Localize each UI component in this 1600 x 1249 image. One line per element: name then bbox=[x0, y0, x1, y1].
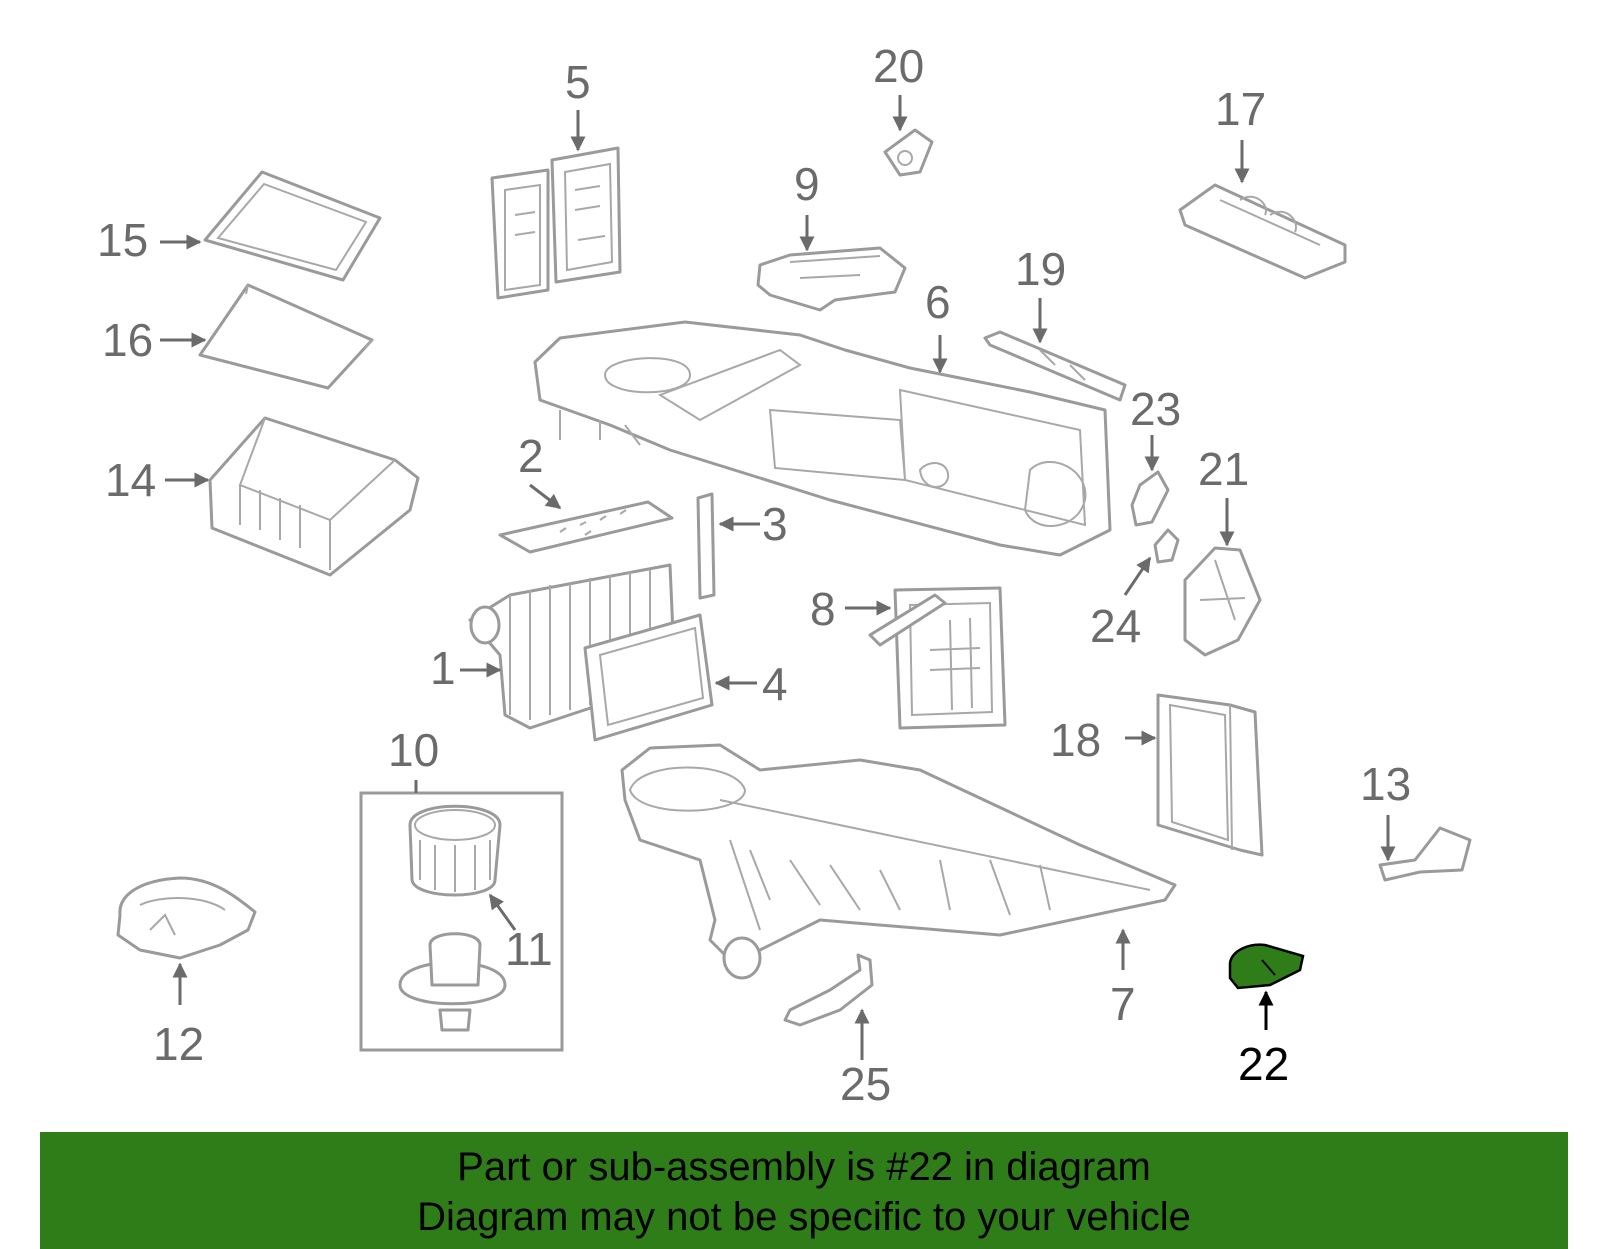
part-17-duct[interactable] bbox=[1178, 140, 1347, 280]
callout-22: 22 bbox=[1238, 1038, 1289, 1090]
callout-5: 5 bbox=[565, 56, 591, 108]
part-18-door[interactable] bbox=[1125, 693, 1264, 857]
part-7-lower-case[interactable] bbox=[620, 743, 1177, 980]
part-24-lever[interactable] bbox=[1123, 528, 1180, 596]
callout-19: 19 bbox=[1015, 243, 1066, 295]
part-12-cover[interactable] bbox=[116, 876, 257, 1005]
callout-18: 18 bbox=[1050, 714, 1101, 766]
callout-11: 11 bbox=[505, 923, 553, 975]
part-8-heater-core[interactable] bbox=[845, 586, 1007, 730]
part-4-filter[interactable] bbox=[583, 613, 757, 742]
part-15-frame[interactable] bbox=[160, 170, 382, 282]
part-3-strip[interactable] bbox=[696, 492, 760, 600]
callout-16: 16 bbox=[102, 314, 153, 366]
callout-17: 17 bbox=[1215, 83, 1266, 135]
part-16-filter[interactable] bbox=[160, 283, 374, 390]
notice-line-1: Part or sub-assembly is #22 in diagram bbox=[457, 1145, 1151, 1189]
part-14-housing[interactable] bbox=[165, 416, 420, 577]
callout-24: 24 bbox=[1090, 600, 1141, 652]
part-25-bracket[interactable] bbox=[783, 953, 874, 1060]
notice-line-2: Diagram may not be specific to your vehi… bbox=[417, 1195, 1191, 1239]
callout-23: 23 bbox=[1130, 383, 1181, 435]
part-21-actuator[interactable] bbox=[1183, 498, 1262, 657]
callout-20: 20 bbox=[873, 40, 924, 92]
callout-14: 14 bbox=[105, 454, 156, 506]
part-20-clip[interactable] bbox=[883, 95, 934, 177]
notice-banner: Part or sub-assembly is #22 in diagram D… bbox=[40, 1132, 1568, 1249]
part-5-filters[interactable] bbox=[490, 110, 622, 300]
callout-6: 6 bbox=[925, 276, 951, 328]
part-23-actuator-link[interactable] bbox=[1130, 435, 1170, 527]
part-22-highlighted[interactable] bbox=[1228, 943, 1305, 1030]
callout-4: 4 bbox=[762, 658, 788, 710]
callout-21: 21 bbox=[1198, 443, 1249, 495]
part-2-seal[interactable] bbox=[498, 483, 674, 554]
part-10-blower-assembly[interactable] bbox=[359, 780, 564, 1052]
part-9-duct[interactable] bbox=[756, 215, 907, 312]
callout-13: 13 bbox=[1360, 758, 1411, 810]
callout-12: 12 bbox=[153, 1018, 204, 1070]
callout-1: 1 bbox=[430, 642, 456, 694]
part-13-sensor[interactable] bbox=[1378, 815, 1472, 882]
callout-25: 25 bbox=[840, 1058, 891, 1110]
callout-9: 9 bbox=[794, 158, 820, 210]
part-6-main-housing[interactable] bbox=[533, 320, 1112, 557]
callout-3: 3 bbox=[762, 498, 788, 550]
callout-2: 2 bbox=[518, 430, 544, 482]
callout-7: 7 bbox=[1110, 978, 1136, 1030]
callout-8: 8 bbox=[810, 583, 836, 635]
callout-10: 10 bbox=[388, 724, 439, 776]
part-19-strip[interactable] bbox=[983, 298, 1127, 402]
callout-15: 15 bbox=[97, 214, 148, 266]
